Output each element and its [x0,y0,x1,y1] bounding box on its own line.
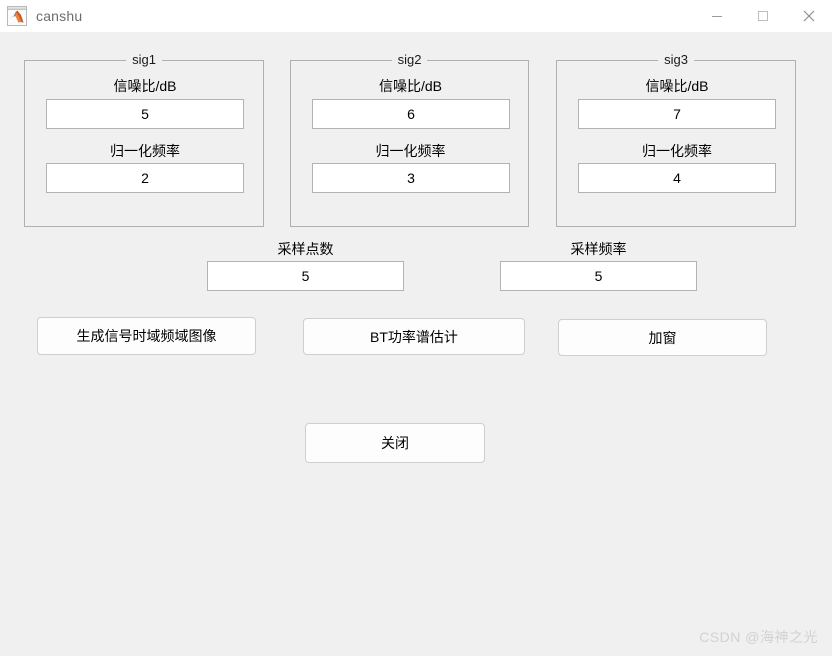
window-titlebar: canshu [0,0,832,32]
sampling-frequency-label: 采样频率 [570,241,627,257]
sig1-freq-input[interactable] [46,163,244,193]
sig1-freq-label: 归一化频率 [110,143,180,159]
bt-power-spectrum-button[interactable]: BT功率谱估计 [303,318,525,355]
sig3-snr-label: 信噪比/dB [645,78,709,94]
minimize-button[interactable] [694,0,740,32]
icon-titlebar-strip [8,7,26,10]
panel-sig3-title: sig3 [658,52,694,68]
sampling-points-input[interactable] [207,261,404,291]
matlab-icon [7,6,27,26]
panel-sig2: sig2 信噪比/dB 归一化频率 [290,52,529,227]
sig2-snr-input[interactable] [312,99,510,129]
sampling-points-group: 采样点数 [207,240,404,291]
sampling-points-label: 采样点数 [277,241,334,257]
sig2-snr-label: 信噪比/dB [378,78,442,94]
panel-sig1-title: sig1 [126,52,162,68]
sig2-freq-input[interactable] [312,163,510,193]
sampling-frequency-group: 采样频率 [500,240,697,291]
sig3-freq-label: 归一化频率 [642,143,712,159]
sig2-freq-label: 归一化频率 [375,143,446,159]
add-window-button[interactable]: 加窗 [558,319,767,356]
panel-sig1: sig1 信噪比/dB 归一化频率 [24,52,264,227]
generate-signal-button[interactable]: 生成信号时域频域图像 [37,317,256,355]
maximize-button[interactable] [740,0,786,32]
sampling-frequency-input[interactable] [500,261,697,291]
panel-sig3: sig3 信噪比/dB 归一化频率 [556,52,796,227]
sig1-snr-label: 信噪比/dB [113,78,177,94]
close-button[interactable] [786,0,832,32]
panel-sig2-title: sig2 [391,52,428,68]
minimize-icon [712,16,722,17]
close-icon [803,10,815,22]
maximize-icon [758,11,768,21]
window-title: canshu [36,8,83,24]
sig3-freq-input[interactable] [578,163,776,193]
close-dialog-button[interactable]: 关闭 [305,423,485,463]
csdn-watermark: CSDN @海神之光 [699,629,818,645]
sig3-snr-input[interactable] [578,99,776,129]
sig1-snr-input[interactable] [46,99,244,129]
matlab-membrane-glyph [9,10,24,23]
window-controls [694,0,832,32]
